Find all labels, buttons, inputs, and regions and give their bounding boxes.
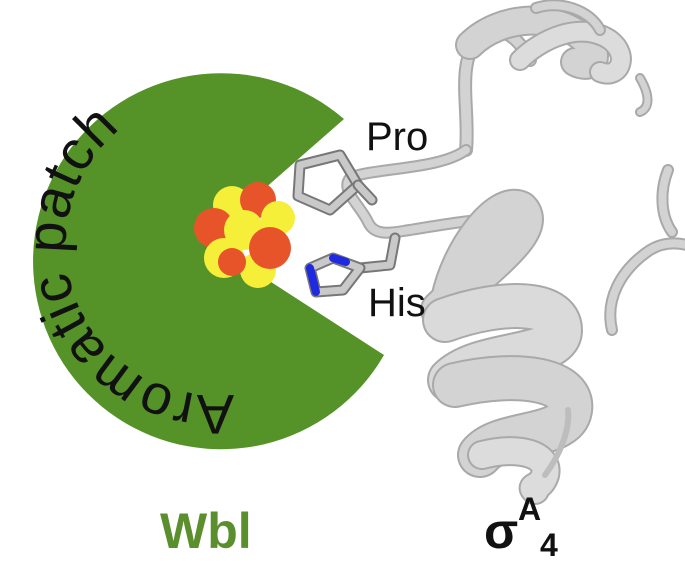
iron-sulfur-cluster <box>194 182 295 288</box>
lower-helix <box>420 188 594 505</box>
sigma-ribbon <box>341 0 685 505</box>
proline-sidechain <box>292 149 378 216</box>
svg-text:σ: σ <box>484 503 518 559</box>
svg-text:4: 4 <box>540 527 558 561</box>
top-helix <box>455 0 632 157</box>
wbl-label: Wbl <box>160 503 252 559</box>
pro-label: Pro <box>366 115 428 159</box>
linker-loop <box>341 144 506 239</box>
sigma-a4-label: σ A 4 <box>484 491 558 561</box>
histidine-sidechain <box>304 232 401 298</box>
right-strands <box>604 73 685 336</box>
his-label: His <box>368 281 426 325</box>
svg-text:A: A <box>518 491 541 527</box>
